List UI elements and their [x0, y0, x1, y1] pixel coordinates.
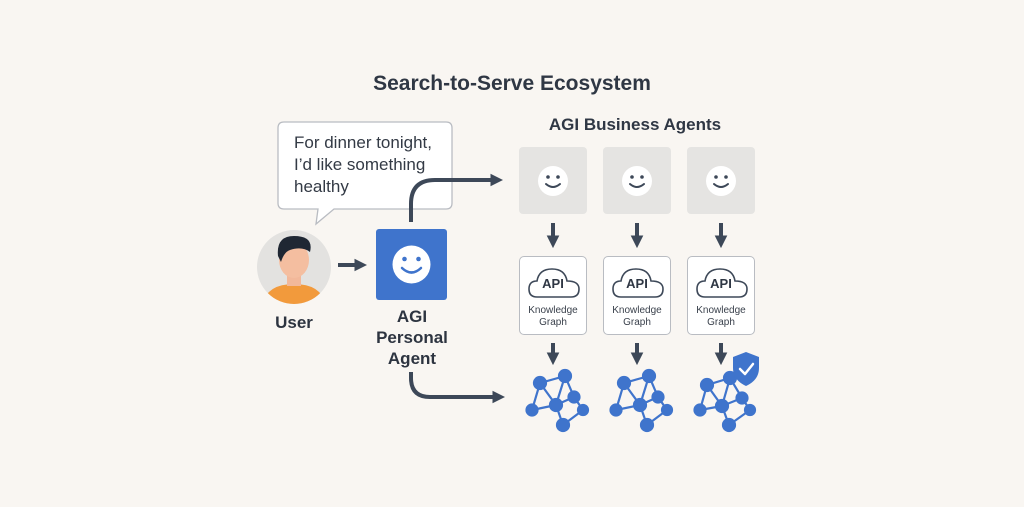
kg-line: Knowledge: [696, 305, 746, 316]
api-knowledge-graph-card: API Knowledge Graph: [519, 256, 587, 335]
network-graph-icon: [693, 370, 757, 433]
speech-line: For dinner tonight,: [294, 133, 432, 152]
smiley-face-icon: [392, 245, 431, 284]
kg-line: Graph: [623, 317, 651, 328]
diagram-title: Search-to-Serve Ecosystem: [373, 72, 651, 95]
business-agents-heading: AGI Business Agents: [548, 115, 722, 134]
personal-agent-label: AGI Personal Agent: [364, 306, 460, 369]
business-agent-card-3: [687, 147, 755, 214]
arrow-agent-to-networks: [409, 372, 506, 404]
agent-label-line: Personal: [376, 328, 448, 347]
api-knowledge-graph-card: API Knowledge Graph: [687, 256, 755, 335]
kg-line: Graph: [539, 317, 567, 328]
kg-line: Graph: [707, 317, 735, 328]
agent-label-line: Agent: [387, 349, 437, 368]
network-graph-icon: [609, 368, 674, 433]
api-label: API: [626, 276, 648, 291]
knowledge-graph-label: Knowledge Graph: [520, 305, 586, 329]
kg-line: Knowledge: [612, 305, 662, 316]
speech-line: healthy: [294, 177, 349, 196]
knowledge-graph-label: Knowledge Graph: [604, 305, 670, 329]
speech-bubble: [277, 121, 453, 226]
user-label: User: [275, 313, 313, 332]
cloud-icon: [696, 268, 748, 298]
business-agent-card-1: [519, 147, 587, 214]
business-agent-card-2: [603, 147, 671, 214]
api-knowledge-graph-card: API Knowledge Graph: [603, 256, 671, 335]
kg-line: Knowledge: [528, 305, 578, 316]
cloud-icon: [612, 268, 664, 298]
verified-shield-icon: [733, 352, 759, 386]
api-label: API: [542, 276, 564, 291]
cloud-icon: [528, 268, 580, 298]
speech-bubble-text: For dinner tonight, I’d like something h…: [294, 132, 454, 198]
speech-line: I’d like something: [294, 155, 426, 174]
person-avatar-icon: [257, 230, 331, 304]
arrow-agent-to-business: [409, 173, 504, 222]
api-label: API: [710, 276, 732, 291]
agent-label-line: AGI: [396, 307, 428, 326]
knowledge-graph-label: Knowledge Graph: [688, 305, 754, 329]
network-graph-icon: [525, 368, 590, 433]
